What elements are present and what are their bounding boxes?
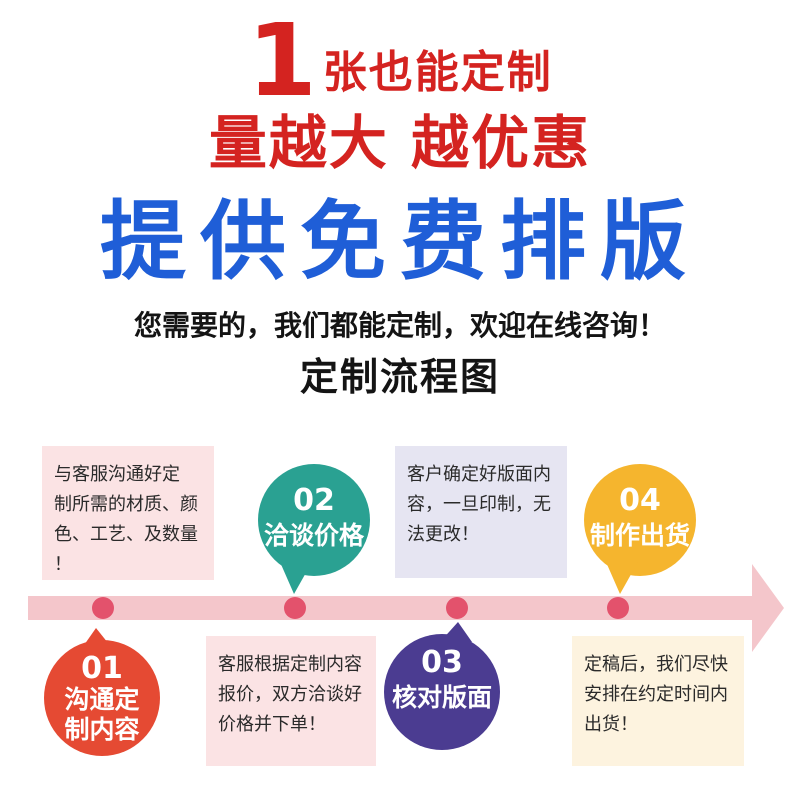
step-4-card-line: 出货！ xyxy=(584,714,638,735)
step-1-card-line: 与客服沟通好定 xyxy=(54,464,180,485)
step-4-bubble: 04 制作出货 xyxy=(580,462,700,598)
step-1-card-line: 制所需的材质、颜 xyxy=(54,494,198,515)
timeline-dot-2 xyxy=(284,597,306,619)
tagline: 您需要的，我们都能定制，欢迎在线咨询！ xyxy=(133,309,666,342)
timeline-dot-3 xyxy=(446,597,468,619)
step-2-card: 客服根据定制内容 报价，双方洽谈好 价格并下单！ xyxy=(206,636,376,766)
step-3-card: 客户确定好版面内 容，一旦印制，无 法更改！ xyxy=(395,446,567,578)
step-1-bubble: 01 沟通定 制内容 xyxy=(40,628,164,758)
bubble-shape xyxy=(584,464,696,594)
step-1-card-line: 色、工艺、及数量 xyxy=(54,524,198,545)
bubble-shape xyxy=(384,622,500,750)
timeline-dot-1 xyxy=(92,597,114,619)
bubble-shape xyxy=(44,628,160,756)
timeline-dot-4 xyxy=(607,597,629,619)
step-3-label: 核对版面 xyxy=(391,683,492,712)
step-4-number: 04 xyxy=(619,483,661,518)
step-2-label: 洽谈价格 xyxy=(263,521,364,550)
step-1-number: 01 xyxy=(81,651,123,686)
step-2-card-line: 客服根据定制内容 xyxy=(218,654,362,675)
step-3-card-line: 法更改！ xyxy=(407,524,479,545)
timeline-arrow xyxy=(28,564,784,652)
step-1-label-line-2: 制内容 xyxy=(64,715,140,744)
big-number: 1 xyxy=(247,2,317,119)
step-2-card-line: 价格并下单！ xyxy=(218,714,326,735)
step-3-card-line: 容，一旦印制，无 xyxy=(407,494,551,515)
headline-line-2: 量越大 越优惠 xyxy=(208,109,592,177)
step-4-card: 定稿后，我们尽快 安排在约定时间内 出货！ xyxy=(572,636,744,766)
step-3-bubble: 03 核对版面 xyxy=(380,622,504,752)
step-3-card-line: 客户确定好版面内 xyxy=(407,464,551,485)
step-4-card-line: 定稿后，我们尽快 xyxy=(584,654,728,675)
step-3-number: 03 xyxy=(421,645,463,680)
step-2-card-line: 报价，双方洽谈好 xyxy=(218,684,362,705)
step-4-card-line: 安排在约定时间内 xyxy=(584,684,728,705)
step-4-label: 制作出货 xyxy=(589,521,690,550)
headline-line-3: 提供免费排版 xyxy=(100,192,700,292)
bubble-shape xyxy=(258,464,370,594)
step-2-number: 02 xyxy=(293,483,335,518)
process-title: 定制流程图 xyxy=(299,355,500,399)
headline-line-1-text: 张也能定制 xyxy=(322,47,553,98)
step-1-label-line-1: 沟通定 xyxy=(64,685,140,714)
step-1-card-line: ！ xyxy=(54,554,72,575)
step-2-bubble: 02 洽谈价格 xyxy=(254,462,374,598)
step-1-card: 与客服沟通好定 制所需的材质、颜 色、工艺、及数量 ！ xyxy=(42,446,214,580)
